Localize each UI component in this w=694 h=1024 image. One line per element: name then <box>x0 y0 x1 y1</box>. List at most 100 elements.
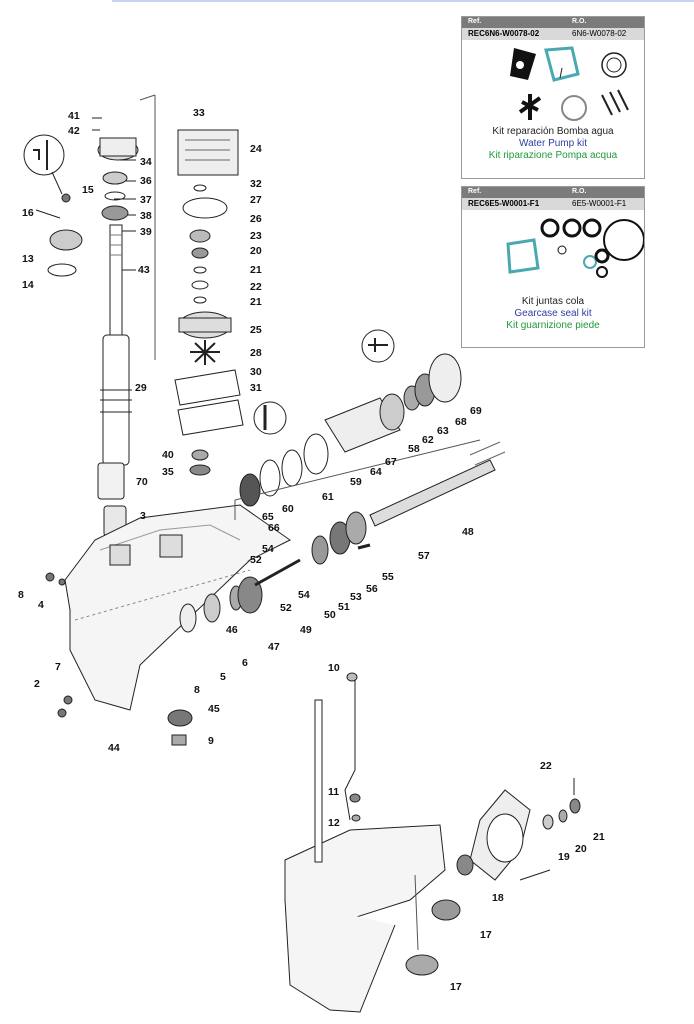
part-number-label: 24 <box>250 143 262 155</box>
part-number-label: 38 <box>140 210 152 222</box>
part-number-label: 29 <box>135 382 147 394</box>
gearcase-seal-kit-card[interactable]: Ref. R.O. REC6E5-W0001-F1 6E5-W0001-F1 K… <box>461 186 645 348</box>
part-number-label: 17 <box>450 981 462 993</box>
top-divider <box>112 0 694 2</box>
kit-name-en: Gearcase seal kit <box>514 308 592 319</box>
part-number-label: 27 <box>250 194 262 206</box>
part-number-label: 25 <box>250 324 262 336</box>
part-number-label: 6 <box>242 657 248 669</box>
kit-ro-code: 6E5-W0001-F1 <box>572 199 627 208</box>
part-number-label: 2 <box>34 678 40 690</box>
part-number-label: 63 <box>437 425 449 437</box>
part-number-label: 40 <box>162 449 174 461</box>
part-number-label: 69 <box>470 405 482 417</box>
part-number-label: 23 <box>250 230 262 242</box>
part-number-label: 15 <box>82 184 94 196</box>
part-number-label: 5 <box>220 671 226 683</box>
part-number-label: 60 <box>282 503 294 515</box>
part-number-label: 54 <box>298 589 310 601</box>
kit-header: Ref. R.O. <box>462 17 644 28</box>
part-number-label: 28 <box>250 347 262 359</box>
part-number-label: 54 <box>262 543 274 555</box>
part-number-label: 17 <box>480 929 492 941</box>
part-number-label: 61 <box>322 491 334 503</box>
kit-name-es: Kit juntas cola <box>521 296 585 307</box>
part-number-label: 66 <box>268 522 280 534</box>
part-number-label: 22 <box>540 760 552 772</box>
part-number-label: 20 <box>250 245 262 257</box>
part-number-label: 7 <box>55 661 61 673</box>
part-number-label: 67 <box>385 456 397 468</box>
part-number-label: 22 <box>250 281 262 293</box>
part-number-label: 11 <box>328 786 339 798</box>
kit-name-en: Water Pump kit <box>519 138 587 149</box>
part-number-label: 20 <box>575 843 587 855</box>
part-number-label: 62 <box>422 434 434 446</box>
part-number-label: 47 <box>268 641 280 653</box>
part-number-label: 14 <box>22 279 34 291</box>
part-number-label: 18 <box>492 892 504 904</box>
ro-header: R.O. <box>572 188 587 195</box>
part-number-label: 12 <box>328 817 340 829</box>
kit-parts-image <box>462 40 644 126</box>
part-number-label: 39 <box>140 226 152 238</box>
part-number-label: 30 <box>250 366 262 378</box>
part-number-label: 21 <box>250 264 262 276</box>
part-number-label: 33 <box>193 107 205 119</box>
kit-name-it: Kit riparazione Pompa acqua <box>488 150 618 161</box>
part-number-label: 59 <box>350 476 362 488</box>
part-number-label: 56 <box>366 583 378 595</box>
kit-name-it: Kit guarnizione piede <box>506 320 600 331</box>
part-number-label: 68 <box>455 416 467 428</box>
part-number-label: 35 <box>162 466 174 478</box>
part-number-label: 58 <box>408 443 420 455</box>
kit-name-es: Kit reparación Bomba agua <box>492 126 614 137</box>
part-number-label: 13 <box>22 253 34 265</box>
part-number-label: 50 <box>324 609 336 621</box>
kit-codes: REC6E5-W0001-F1 6E5-W0001-F1 <box>462 198 644 210</box>
part-number-label: 46 <box>226 624 238 636</box>
part-number-label: 26 <box>250 213 262 225</box>
part-number-label: 9 <box>208 735 214 747</box>
water-pump-kit-card[interactable]: Ref. R.O. REC6N6-W0078-02 6N6-W0078-02 K… <box>461 16 645 179</box>
part-number-label: 43 <box>138 264 150 276</box>
part-number-label: 4 <box>38 599 44 611</box>
part-number-label: 32 <box>250 178 262 190</box>
part-number-label: 8 <box>18 589 24 601</box>
kit-header: Ref. R.O. <box>462 187 644 198</box>
kit-codes: REC6N6-W0078-02 6N6-W0078-02 <box>462 28 644 40</box>
part-number-label: 44 <box>108 742 120 754</box>
part-number-label: 52 <box>250 554 262 566</box>
part-number-label: 10 <box>328 662 340 674</box>
kit-ref-code: REC6E5-W0001-F1 <box>468 199 540 208</box>
ref-header: Ref. <box>468 188 482 195</box>
part-number-label: 45 <box>208 703 220 715</box>
part-number-label: 31 <box>250 382 262 394</box>
part-number-label: 65 <box>262 511 274 523</box>
ro-header: R.O. <box>572 18 587 25</box>
part-number-label: 41 <box>68 110 80 122</box>
ref-header: Ref. <box>468 18 482 25</box>
part-number-label: 3 <box>140 510 146 522</box>
part-number-label: 55 <box>382 571 394 583</box>
part-number-label: 37 <box>140 194 152 206</box>
part-number-label: 51 <box>338 601 350 613</box>
kit-ro-code: 6N6-W0078-02 <box>572 29 627 38</box>
part-number-label: 49 <box>300 624 312 636</box>
part-number-label: 57 <box>418 550 430 562</box>
part-callouts: 41 42 33 24 34 32 36 27 37 26 38 39 23 2… <box>18 107 605 993</box>
part-number-label: 52 <box>280 602 292 614</box>
part-number-label: 36 <box>140 175 152 187</box>
kit-parts-image <box>462 210 645 296</box>
part-number-label: 21 <box>593 831 605 843</box>
kit-ref-code: REC6N6-W0078-02 <box>468 29 540 38</box>
part-number-label: 8 <box>194 684 200 696</box>
part-number-label: 70 <box>136 476 148 488</box>
part-number-label: 21 <box>250 296 262 308</box>
part-number-label: 19 <box>558 851 570 863</box>
part-number-label: 48 <box>462 526 474 538</box>
part-number-label: 42 <box>68 125 80 137</box>
part-number-label: 16 <box>22 207 34 219</box>
part-number-label: 64 <box>370 466 382 478</box>
